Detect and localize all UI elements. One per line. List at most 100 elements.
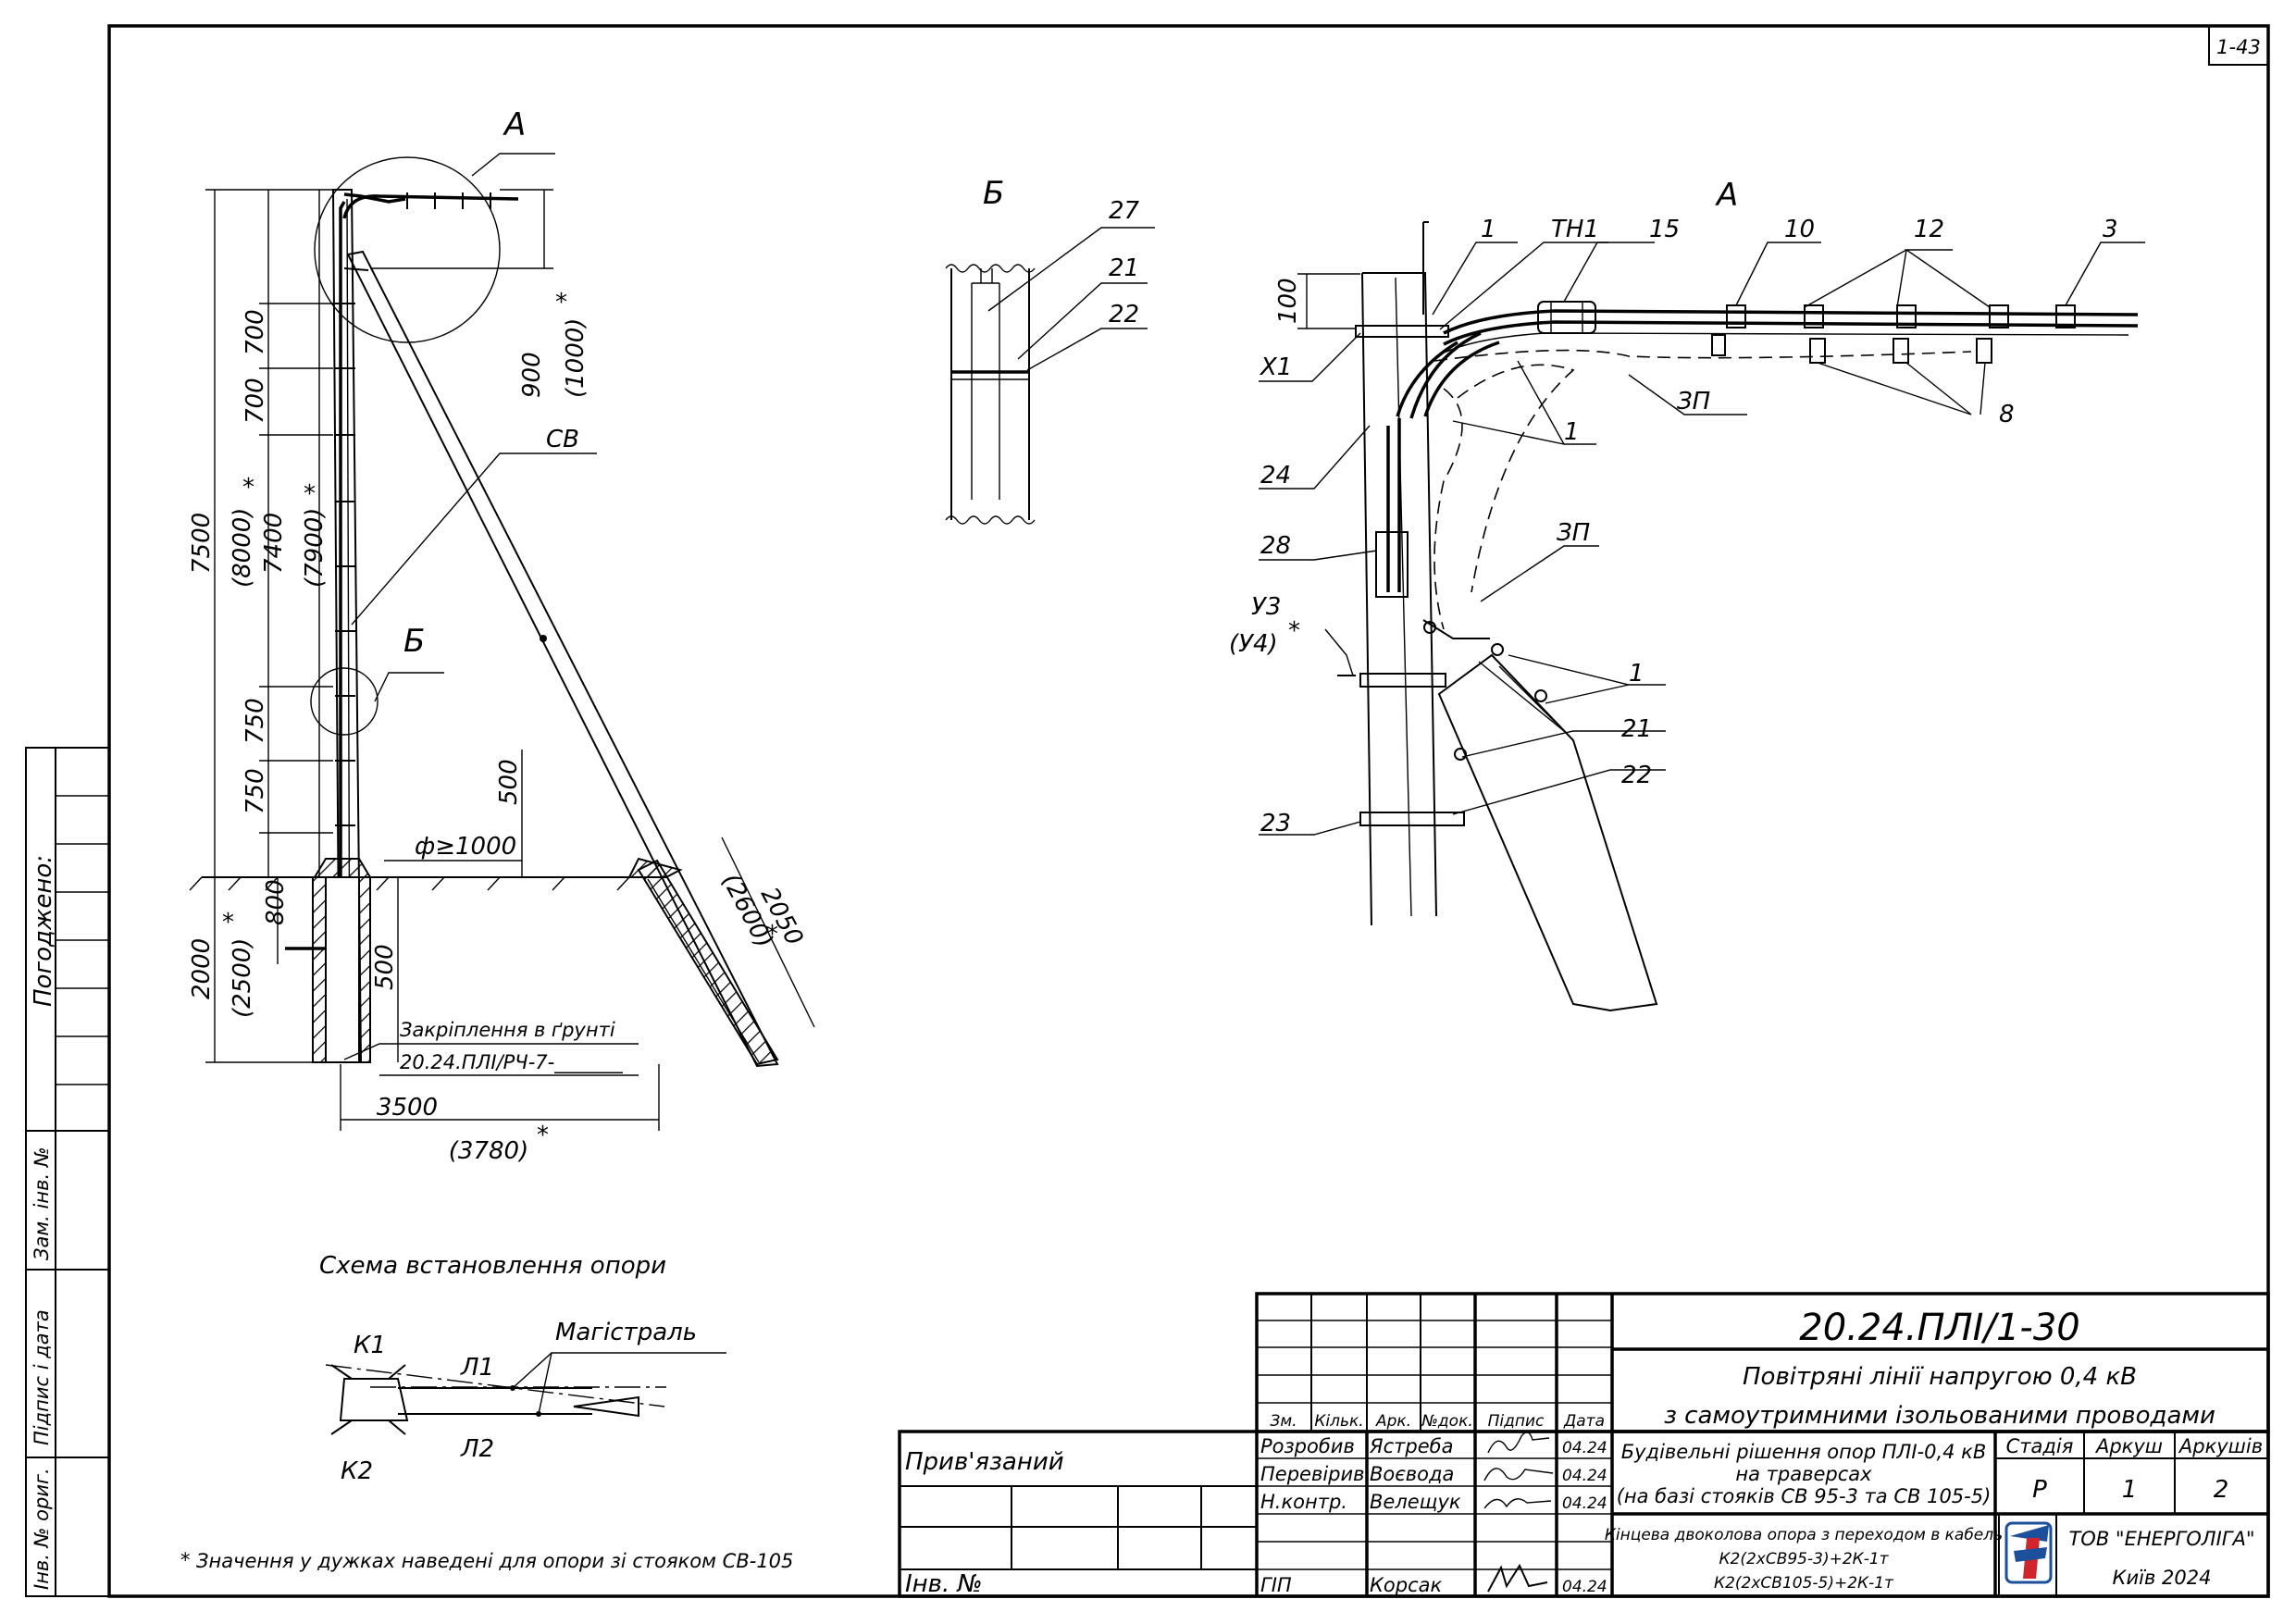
role-normcontrol: Н.контр. xyxy=(1260,1491,1347,1513)
dim-7500: 7500 xyxy=(188,513,216,574)
detail-b-title: Б xyxy=(983,175,1004,212)
role-gip: ГІП xyxy=(1260,1574,1292,1596)
name-gip: Корсак xyxy=(1370,1574,1443,1596)
label-8: 8 xyxy=(1999,401,2015,428)
detail-b-label-21: 21 xyxy=(1109,254,1139,282)
label-u4: (У4) xyxy=(1229,630,1278,658)
dim-750-a: 750 xyxy=(242,698,269,744)
dim-diameter: ф≥1000 xyxy=(415,833,516,861)
label-100: 100 xyxy=(1274,278,1302,324)
label-u4-star: * xyxy=(1288,617,1300,645)
label-zp-top: ЗП xyxy=(1677,388,1710,415)
label-28: 28 xyxy=(1260,532,1291,560)
drawing-title-2: К2(2хСВ95-3)+2К-1т xyxy=(1719,1550,1889,1568)
label-th1: ТН1 xyxy=(1551,216,1599,243)
hdr-ndoc: №док. xyxy=(1421,1412,1473,1431)
dim-500-b: 500 xyxy=(371,944,399,990)
signature-gip xyxy=(1487,1563,1548,1593)
dim-900: 900 xyxy=(518,352,546,398)
label-u3: У3 xyxy=(1251,593,1281,621)
label-x1: Х1 xyxy=(1259,353,1292,381)
dim-8000-star: * xyxy=(242,474,254,502)
dim-2500-star: * xyxy=(222,909,234,936)
scheme-k2: К2 xyxy=(341,1457,373,1485)
drawing-title-3: К2(2хСВ105-5)+2К-1т xyxy=(1714,1574,1894,1593)
date-developer: 04.24 xyxy=(1562,1439,1607,1457)
callout-b: Б xyxy=(403,623,425,660)
detail-a: А xyxy=(1229,177,2145,1012)
stage-value: Р xyxy=(2032,1476,2047,1504)
dim-500-a: 500 xyxy=(495,759,523,805)
dim-700-a: 700 xyxy=(242,309,269,355)
sign-date-label: Підпис і дата xyxy=(31,1309,53,1445)
label-24: 24 xyxy=(1260,462,1291,490)
scheme-l2: Л2 xyxy=(460,1435,494,1463)
dim-2000: 2000 xyxy=(188,938,216,999)
hdr-ark: Арк. xyxy=(1375,1412,1411,1431)
sheet-value: 1 xyxy=(2122,1476,2138,1504)
dim-3500: 3500 xyxy=(377,1094,438,1122)
left-strip: Погоджено: Зам. інв. № Підпис і дата Інв… xyxy=(25,747,110,1597)
label-15: 15 xyxy=(1649,216,1680,243)
sheet-number: 1-43 xyxy=(2216,36,2261,58)
signature-developer xyxy=(1487,1432,1550,1454)
callout-sv: СВ xyxy=(546,426,579,453)
scheme-l1: Л1 xyxy=(460,1354,494,1382)
label-12: 12 xyxy=(1914,216,1944,243)
inv-label: Інв. № xyxy=(905,1570,983,1598)
label-23: 23 xyxy=(1260,810,1291,837)
label-1-mid: 1 xyxy=(1564,418,1580,446)
scheme-title: Схема встановлення опори xyxy=(319,1252,666,1280)
drawing-title-1: Кінцева двоколова опора з переходом в ка… xyxy=(1605,1526,2003,1544)
signature-normcontrol xyxy=(1483,1498,1552,1509)
original-inv-label: Інв. № ориг. xyxy=(31,1468,53,1590)
ground-note: Закріплення в ґрунті xyxy=(400,1019,615,1041)
sheets-header: Аркушів xyxy=(2178,1435,2263,1457)
dim-3780-star: * xyxy=(537,1122,549,1149)
doc-title-3: (на базі стояків СВ 95-3 та СВ 105-5) xyxy=(1617,1485,1992,1507)
label-21: 21 xyxy=(1621,715,1652,743)
scheme-main: Магістраль xyxy=(555,1319,697,1346)
company-city: Київ 2024 xyxy=(2113,1567,2212,1589)
label-1-top: 1 xyxy=(1481,216,1496,243)
doc-title-2: на траверсах xyxy=(1735,1463,1872,1485)
sheet-frame: 1-43 xyxy=(107,24,2270,1598)
sheet-header: Аркуш xyxy=(2094,1435,2163,1457)
name-developer: Ястреба xyxy=(1369,1435,1453,1457)
dim-750-b: 750 xyxy=(242,768,269,814)
company-name: ТОВ "ЕНЕРГОЛІГА" xyxy=(2068,1528,2254,1550)
footnote-star: * xyxy=(180,1549,191,1571)
label-3: 3 xyxy=(2103,216,2118,243)
project-line-1: Повітряні лінії напругою 0,4 кВ xyxy=(1743,1363,2137,1391)
name-normcontrol: Велещук xyxy=(1370,1491,1461,1513)
name-checker: Воєвода xyxy=(1370,1463,1454,1485)
ground-ref: 20.24.ПЛІ/РЧ-7-_______ xyxy=(400,1051,623,1074)
scheme-k1: К1 xyxy=(354,1332,386,1359)
dim-3780: (3780) xyxy=(449,1137,528,1165)
hdr-data: Дата xyxy=(1563,1412,1605,1431)
detail-b: Б 27 21 22 xyxy=(945,175,1155,525)
dim-7900: (7900) xyxy=(301,508,329,588)
label-22: 22 xyxy=(1621,762,1652,789)
label-10: 10 xyxy=(1784,216,1815,243)
pole-main-view: А Б СВ 900 (1000) * 700 700 7500 (8000) … xyxy=(188,106,815,1165)
role-checker: Перевірив xyxy=(1260,1463,1365,1485)
detail-b-label-27: 27 xyxy=(1109,197,1140,225)
dim-800: 800 xyxy=(262,879,290,925)
dim-2500: (2500) xyxy=(229,938,256,1018)
hdr-kilk: Кільк. xyxy=(1314,1412,1363,1431)
dim-700-b: 700 xyxy=(242,378,269,424)
doc-title-1: Будівельні рішення опор ПЛІ-0,4 кВ xyxy=(1621,1441,1987,1463)
dim-7400: 7400 xyxy=(260,513,288,574)
sheets-value: 2 xyxy=(2214,1476,2229,1504)
detail-a-title: А xyxy=(1715,177,1738,214)
footnote-text: Значення у дужках наведені для опори зі … xyxy=(196,1550,793,1572)
title-block: 20.24.ПЛІ/1-30 Повітряні лінії напругою … xyxy=(898,1292,2270,1598)
bound-label: Прив'язаний xyxy=(905,1448,1064,1476)
date-normcontrol: 04.24 xyxy=(1562,1494,1607,1513)
agreed-label: Погоджено: xyxy=(30,855,57,1007)
date-gip: 04.24 xyxy=(1562,1578,1607,1596)
callout-a: А xyxy=(503,106,526,143)
label-1-bottom: 1 xyxy=(1629,660,1644,688)
